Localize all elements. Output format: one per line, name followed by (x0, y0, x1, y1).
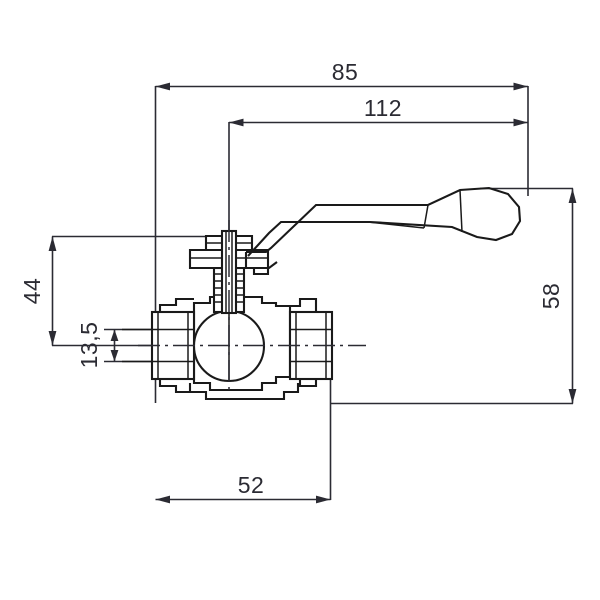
dimension-58: 58 (538, 188, 577, 404)
valve-body-right-shoulder (290, 297, 318, 312)
arrowhead-112-right (513, 118, 528, 127)
arrowhead-13-5-top (110, 329, 119, 341)
arrowhead-44-top (48, 236, 57, 251)
arrowhead-112-left (229, 118, 244, 127)
lever-grip-taper-left (459, 189, 463, 233)
arrowhead-52-right (316, 495, 331, 504)
arrowhead-58-top (568, 188, 577, 203)
dimension-85: 85 (155, 59, 528, 91)
arrowhead-58-bottom (568, 389, 577, 404)
dimension-label-13-5: 13,5 (76, 322, 102, 369)
valve-body-left-shoulder-lower (158, 378, 194, 394)
dimension-44: 44 (19, 236, 57, 346)
lever-handle (244, 186, 522, 270)
extension-lines (52, 86, 573, 500)
lever-handle-rib (281, 221, 425, 229)
dimension-label-85: 85 (332, 59, 359, 85)
dimension-112: 112 (229, 95, 528, 127)
dimension-13-5: 13,5 (76, 322, 119, 369)
arrowhead-13-5-bottom (110, 350, 119, 362)
arrowhead-52-left (155, 495, 170, 504)
dimension-label-58: 58 (538, 283, 564, 310)
valve-body-left-shoulder (158, 297, 194, 312)
dimension-label-112: 112 (364, 95, 402, 121)
arrowhead-44-bottom (48, 331, 57, 346)
centre-lines (138, 220, 366, 392)
dimension-52: 52 (155, 472, 331, 504)
arrowhead-85-right (513, 82, 528, 91)
lever-lug-right (254, 261, 278, 270)
lever-grip-taper-inner (423, 204, 429, 229)
arrowhead-85-left (155, 82, 170, 91)
dimension-label-52: 52 (238, 472, 265, 498)
dimension-label-44: 44 (19, 278, 45, 305)
